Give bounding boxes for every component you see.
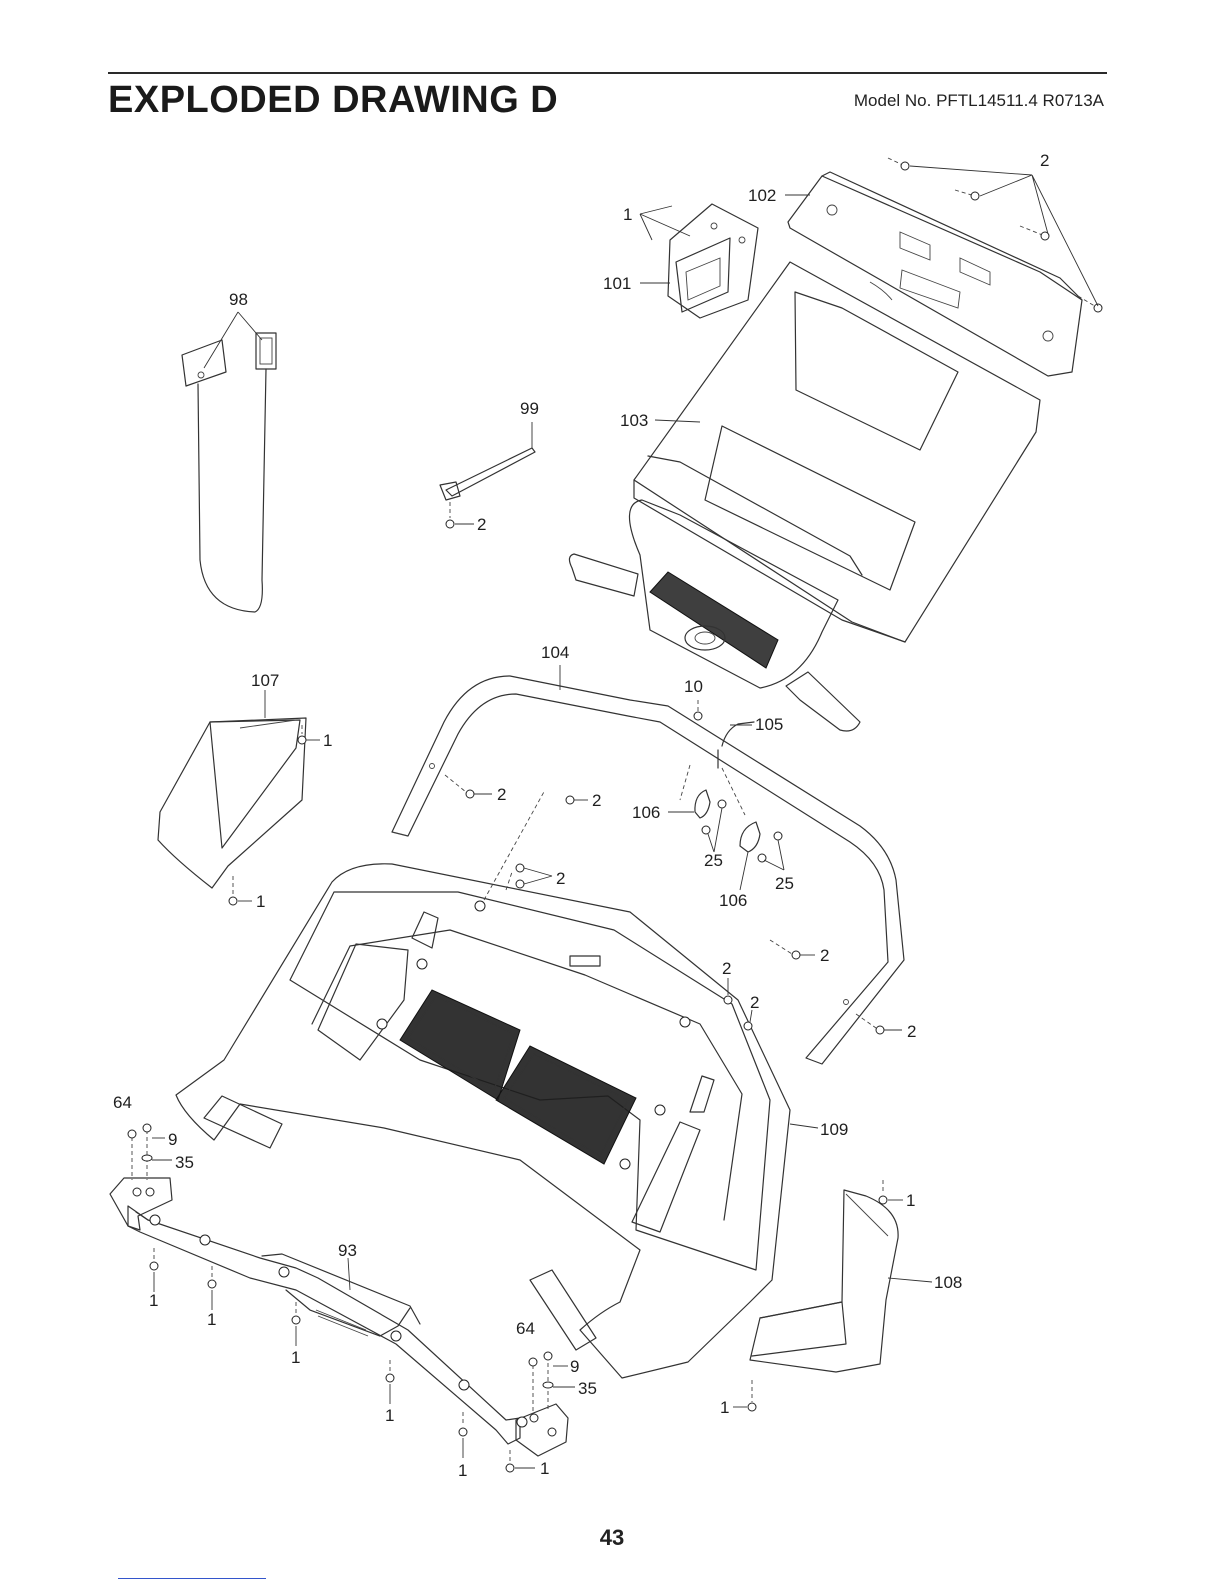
callout-101: 101 bbox=[603, 274, 631, 293]
frame-screws-2 bbox=[445, 775, 902, 1034]
callout-labels: 98 99 2 1 101 102 2 103 104 10 105 107 1… bbox=[113, 151, 1049, 1480]
part-107-left-tray bbox=[158, 690, 320, 905]
callout-1-108a: 1 bbox=[906, 1191, 915, 1210]
part-99-cable-tie bbox=[440, 422, 535, 528]
callout-99: 99 bbox=[520, 399, 539, 418]
page-number: 43 bbox=[0, 1525, 1224, 1551]
part-106-clamps bbox=[668, 765, 784, 890]
callout-103: 103 bbox=[620, 411, 648, 430]
hardware-64-9-35-left bbox=[128, 1124, 172, 1180]
callout-1-107a: 1 bbox=[323, 731, 332, 750]
console-fan-grille bbox=[650, 572, 778, 668]
callout-98: 98 bbox=[229, 290, 248, 309]
callout-1-108b: 1 bbox=[720, 1398, 729, 1417]
callout-1-console: 1 bbox=[623, 205, 632, 224]
callout-1-93c: 1 bbox=[291, 1348, 300, 1367]
hardware-64-9-35-right bbox=[529, 1352, 575, 1412]
callout-64a: 64 bbox=[113, 1093, 132, 1112]
callout-106b: 106 bbox=[719, 891, 747, 910]
footer-link-underline bbox=[118, 1578, 266, 1579]
callout-9b: 9 bbox=[570, 1357, 579, 1376]
part-108-right-tray bbox=[733, 1180, 932, 1411]
callout-2-104a: 2 bbox=[497, 785, 506, 804]
callout-2-mid: 2 bbox=[556, 869, 565, 888]
callout-107: 107 bbox=[251, 671, 279, 690]
callout-109: 109 bbox=[820, 1120, 848, 1139]
callout-2-top: 2 bbox=[1040, 151, 1049, 170]
part-102-top-cover bbox=[785, 158, 1102, 376]
callout-10: 10 bbox=[684, 677, 703, 696]
part-105-wire bbox=[694, 700, 754, 768]
callout-1-93e: 1 bbox=[458, 1461, 467, 1480]
callout-2-r2: 2 bbox=[722, 959, 731, 978]
part-103-console bbox=[569, 262, 1040, 731]
callout-1-93b: 1 bbox=[207, 1310, 216, 1329]
callout-1-107b: 1 bbox=[256, 892, 265, 911]
callout-2-r3: 2 bbox=[750, 993, 759, 1012]
crossbar-screws-1 bbox=[150, 1248, 535, 1472]
callout-2-104b: 2 bbox=[592, 791, 601, 810]
shroud-electronics-box bbox=[400, 990, 636, 1164]
callout-35b: 35 bbox=[578, 1379, 597, 1398]
callout-35a: 35 bbox=[175, 1153, 194, 1172]
crossbar-bolts bbox=[133, 1188, 556, 1436]
part-109-shroud bbox=[176, 790, 818, 1378]
callout-25b: 25 bbox=[775, 874, 794, 893]
callout-1-93a: 1 bbox=[149, 1291, 158, 1310]
callout-2-r1: 2 bbox=[820, 946, 829, 965]
callout-108: 108 bbox=[934, 1273, 962, 1292]
callout-93: 93 bbox=[338, 1241, 357, 1260]
callout-1-93d: 1 bbox=[385, 1406, 394, 1425]
callout-25a: 25 bbox=[704, 851, 723, 870]
part-98-strap bbox=[182, 312, 276, 612]
callout-64b: 64 bbox=[516, 1319, 535, 1338]
part-101-bracket bbox=[640, 204, 758, 318]
callout-102: 102 bbox=[748, 186, 776, 205]
callout-106a: 106 bbox=[632, 803, 660, 822]
callout-104: 104 bbox=[541, 643, 569, 662]
callout-105: 105 bbox=[755, 715, 783, 734]
callout-2-r4: 2 bbox=[907, 1022, 916, 1041]
callout-1-93f: 1 bbox=[540, 1459, 549, 1478]
part-104-frame-bar bbox=[392, 665, 904, 1064]
part-93-crossbar bbox=[110, 1178, 568, 1456]
callout-2-99: 2 bbox=[477, 515, 486, 534]
callout-9a: 9 bbox=[168, 1130, 177, 1149]
